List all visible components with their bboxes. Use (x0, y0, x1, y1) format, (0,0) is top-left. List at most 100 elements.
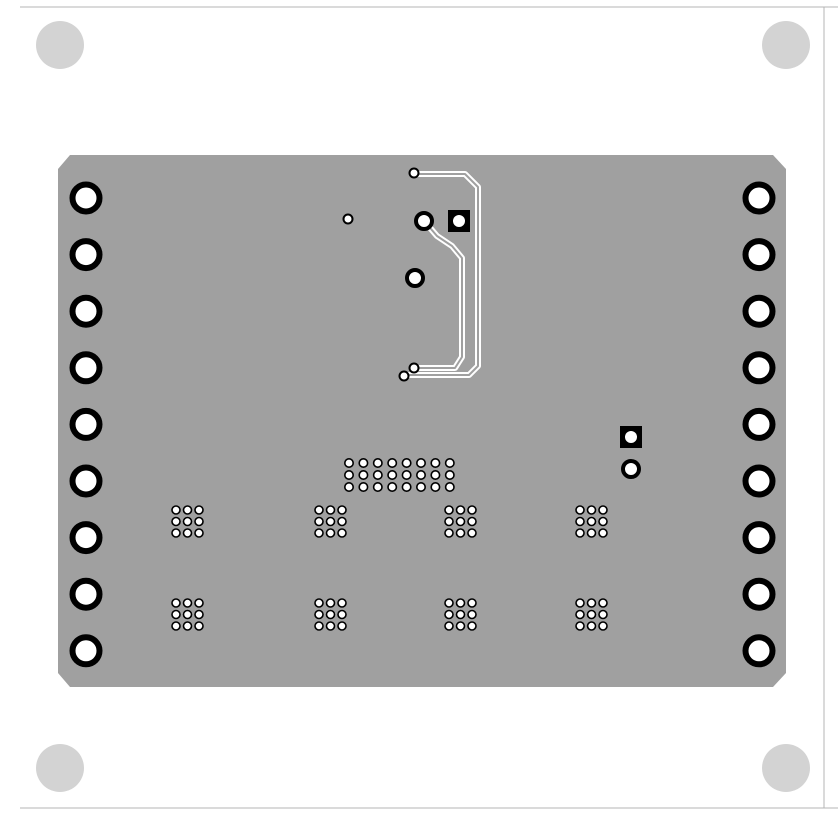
via (325, 609, 336, 620)
via (314, 528, 324, 538)
right-edge-connector (742, 181, 776, 668)
via (314, 516, 324, 527)
via (455, 609, 466, 620)
via (194, 609, 204, 620)
via (444, 609, 454, 620)
via (575, 598, 585, 608)
via-array-8 (575, 598, 608, 631)
via (314, 621, 324, 631)
via (171, 516, 181, 527)
mounting-holes (36, 21, 810, 792)
via (325, 598, 336, 608)
right-pin-6 (742, 464, 776, 498)
via (343, 457, 354, 468)
right-pin-5 (742, 407, 776, 441)
via (337, 528, 347, 538)
via (194, 505, 204, 515)
right-pin-1 (742, 181, 776, 215)
square-pad-upper-hole (453, 215, 465, 227)
via (337, 598, 347, 608)
left-pin-4 (69, 351, 103, 385)
via (586, 516, 597, 527)
via-array-7 (444, 598, 477, 631)
via-arrays (171, 457, 608, 631)
via (325, 621, 336, 631)
via (325, 505, 336, 515)
via (467, 528, 477, 538)
via (444, 457, 455, 468)
mounting-hole-top-left (36, 21, 84, 69)
via (387, 457, 398, 468)
via (455, 516, 466, 527)
via (182, 505, 193, 515)
via-top-trace (408, 167, 420, 179)
discrete-pads (342, 167, 642, 479)
via (182, 516, 193, 527)
left-pin-2 (69, 238, 103, 272)
via (467, 609, 477, 620)
via (171, 528, 181, 538)
via-array-3 (444, 505, 477, 538)
via-lower-right (408, 362, 420, 374)
trace-outer-core (403, 173, 479, 376)
copper-traces (401, 171, 481, 378)
left-edge-connector (69, 181, 103, 668)
mounting-hole-bottom-left (36, 744, 84, 792)
via (343, 481, 354, 492)
via (444, 528, 454, 538)
left-pin-9 (69, 634, 103, 668)
via (182, 609, 193, 620)
via (430, 469, 441, 480)
via (194, 621, 204, 631)
via (455, 528, 466, 538)
via (467, 505, 477, 515)
round-pad-middle (405, 268, 425, 288)
via (387, 481, 398, 492)
left-pin-7 (69, 521, 103, 555)
mounting-hole-bottom-right (762, 744, 810, 792)
via (314, 609, 324, 620)
round-pad-right (621, 459, 641, 479)
via (430, 481, 441, 492)
via (598, 528, 608, 538)
via (586, 505, 597, 515)
trace-inner-core (413, 221, 463, 369)
square-pad-right-hole (625, 431, 637, 443)
via (171, 505, 181, 515)
board-outline (58, 155, 786, 687)
via (358, 469, 369, 480)
left-pin-8 (69, 577, 103, 611)
via (598, 598, 608, 608)
right-pin-7 (742, 521, 776, 555)
via (598, 609, 608, 620)
left-pin-5 (69, 407, 103, 441)
via (444, 598, 454, 608)
via (598, 621, 608, 631)
via (575, 609, 585, 620)
via (598, 516, 608, 527)
via (401, 469, 412, 480)
via (455, 621, 466, 631)
right-pin-9 (742, 634, 776, 668)
via (586, 609, 597, 620)
via (598, 505, 608, 515)
via (358, 481, 369, 492)
via (444, 505, 454, 515)
via-array-5 (171, 598, 204, 631)
via (575, 528, 585, 538)
via-isolated (342, 213, 354, 225)
via (314, 505, 324, 515)
via (467, 516, 477, 527)
right-pin-4 (742, 351, 776, 385)
via (337, 621, 347, 631)
via (194, 516, 204, 527)
via (455, 598, 466, 608)
via (575, 621, 585, 631)
via (171, 598, 181, 608)
via (372, 481, 383, 492)
via-array-2 (314, 505, 347, 538)
via (444, 516, 454, 527)
right-pin-2 (742, 238, 776, 272)
